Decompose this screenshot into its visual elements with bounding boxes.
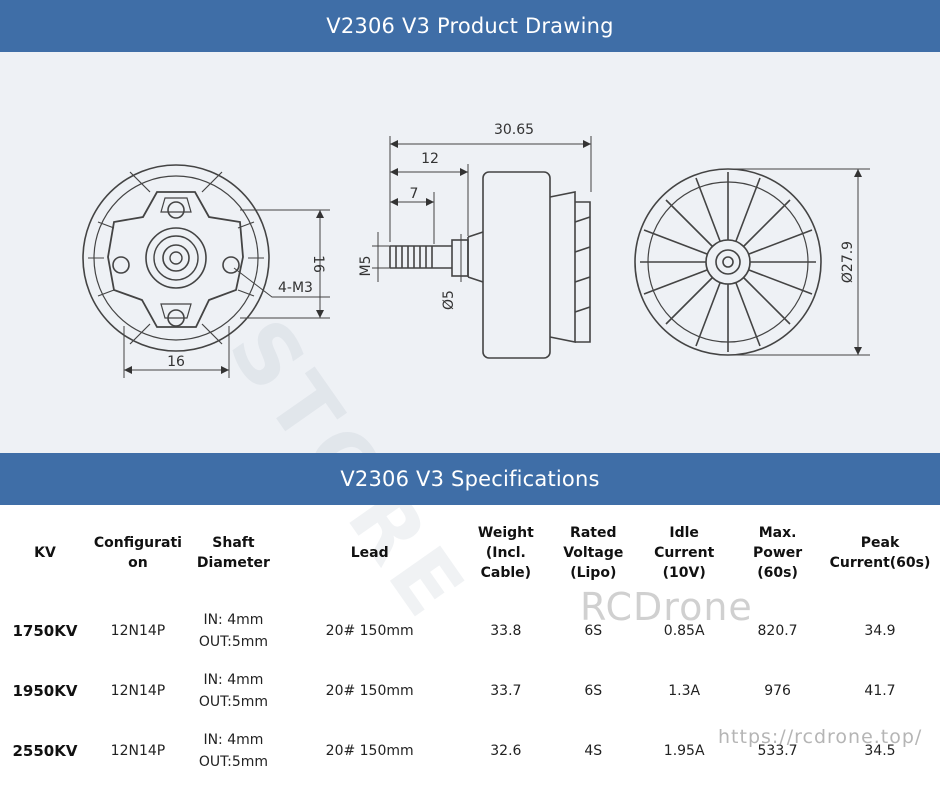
cell-weight: 33.7 — [490, 683, 522, 699]
header-lead: Lead — [350, 545, 389, 561]
cell-idle-current: 1.3A — [668, 683, 701, 699]
cell-weight: 32.6 — [490, 743, 522, 759]
motor-base-view — [82, 164, 270, 352]
cell-kv: 1950KV — [12, 682, 78, 700]
specs-title: V2306 V3 Specifications — [340, 467, 600, 491]
bell-dimension-arrows — [854, 169, 862, 355]
product-drawing: 16 16 4-M3 30.65 12 7 M5 — [0, 52, 940, 638]
cell-config: 12N14P — [110, 683, 166, 699]
cell-peak-current: 41.7 — [864, 683, 896, 699]
specs-title-banner: V2306 V3 Specifications — [0, 453, 940, 505]
cell-max-power: 976 — [764, 683, 791, 699]
dim-mount-holes: 4-M3 — [278, 280, 313, 296]
cell-config: 12N14P — [110, 743, 166, 759]
header-max-power: Max.Power(60s) — [752, 525, 803, 581]
header-weight: Weight(Incl.Cable) — [477, 525, 534, 581]
cell-lead: 20# 150mm — [325, 743, 414, 759]
dim-shaft-diameter: Ø5 — [441, 290, 457, 310]
dim-thread-length: 7 — [410, 186, 419, 202]
dim-bell-diameter: Ø27.9 — [840, 241, 856, 283]
drawing-title-banner: V2306 V3 Product Drawing — [0, 0, 940, 52]
cell-max-power: 820.7 — [757, 623, 798, 639]
technical-drawing-svg: 16 16 4-M3 30.65 12 7 M5 — [82, 122, 870, 378]
motor-side-view — [389, 171, 591, 359]
dim-thread: M5 — [358, 256, 374, 277]
dim-base-height: 16 — [310, 255, 326, 273]
rcdrone-watermark: RCDrone — [580, 585, 753, 629]
cell-peak-current: 34.9 — [864, 623, 896, 639]
side-dimension-lines — [372, 136, 592, 282]
cell-lead: 20# 150mm — [325, 683, 414, 699]
cell-config: 12N14P — [110, 623, 166, 639]
cell-max-power: 533.7 — [757, 743, 798, 759]
cell-kv: 2550KV — [12, 742, 78, 760]
cell-lead: 20# 150mm — [325, 623, 414, 639]
bell-dimension-lines — [728, 168, 870, 356]
cell-idle-current: 0.85A — [663, 623, 705, 639]
cell-peak-current: 34.5 — [864, 743, 896, 759]
cell-weight: 33.8 — [490, 623, 522, 639]
cell-kv: 1750KV — [12, 622, 78, 640]
cell-voltage: 4S — [584, 743, 603, 759]
dim-base-width: 16 — [167, 354, 185, 370]
cell-idle-current: 1.95A — [663, 743, 705, 759]
header-kv: KV — [34, 545, 56, 561]
motor-bell-view — [634, 168, 822, 356]
cell-voltage: 6S — [584, 623, 603, 639]
base-dimension-lines — [123, 209, 330, 378]
dim-overall-length: 30.65 — [494, 122, 534, 138]
dim-stator-length: 12 — [421, 151, 439, 167]
side-dimension-arrows — [390, 140, 591, 206]
cell-voltage: 6S — [584, 683, 603, 699]
base-dimension-arrows — [124, 210, 324, 374]
url-watermark: https://rcdrone.top/ — [718, 726, 923, 748]
drawing-title: V2306 V3 Product Drawing — [326, 14, 614, 38]
